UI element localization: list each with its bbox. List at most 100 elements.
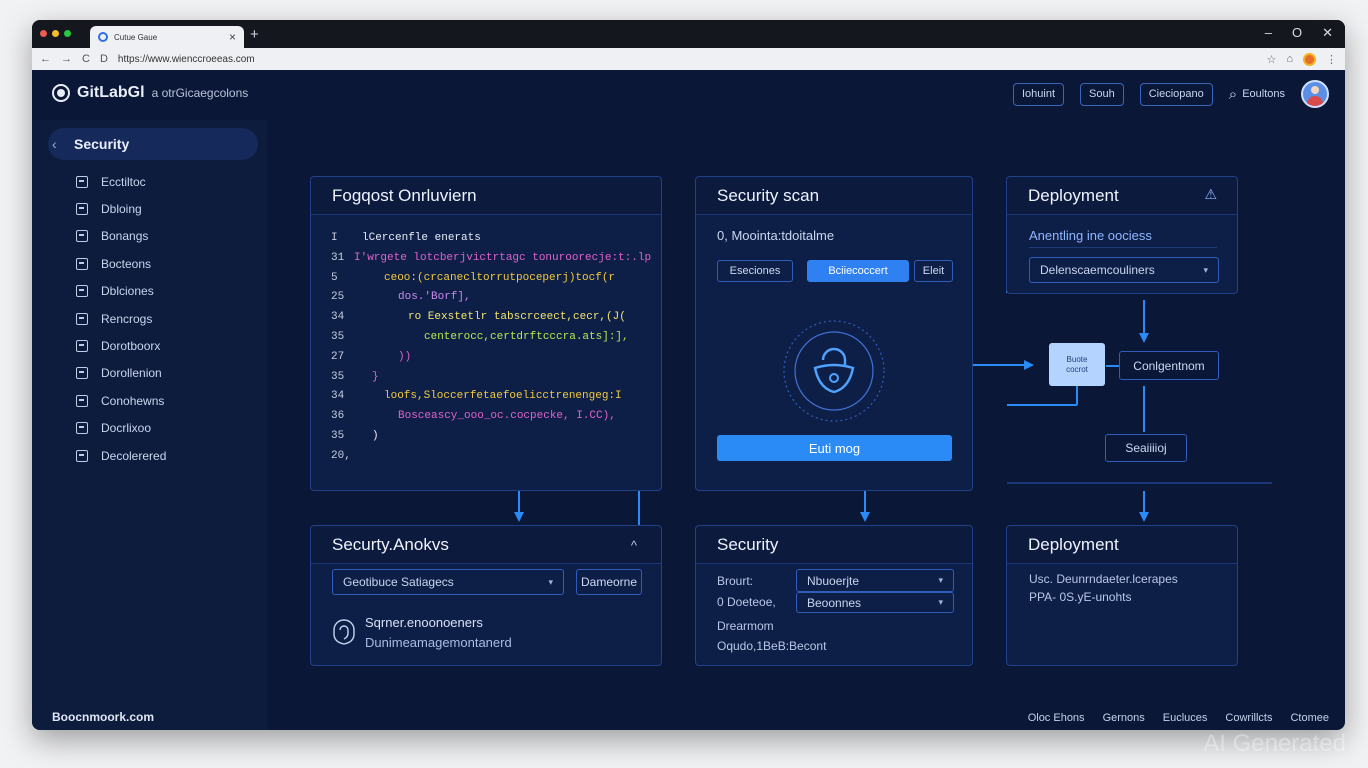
- shield-icon: [76, 449, 88, 462]
- extension-icon[interactable]: [1303, 52, 1316, 66]
- analysis-button[interactable]: Dameorne: [576, 569, 642, 595]
- close-window-dot[interactable]: [40, 30, 47, 37]
- security-analysis-panel: Securty.Anokvs ^ Geotibuce Satiagecs ▾ D…: [310, 525, 662, 666]
- code-line-text: Bosceascy_ooo_oc.cocpecke, I.CC),: [398, 410, 616, 423]
- watermark: AI Generated: [1203, 730, 1346, 757]
- sidebar-item-4[interactable]: Bocteons: [76, 250, 166, 277]
- back-arrow-icon[interactable]: ←: [40, 53, 51, 65]
- top-button-2[interactable]: Souh: [1080, 82, 1124, 106]
- maximize-window-dot[interactable]: [64, 30, 71, 37]
- sidebar-item-9[interactable]: Conohewns: [76, 387, 166, 414]
- fingerprint-icon: [333, 619, 355, 645]
- sidebar-item-label: Ecctiltoc: [101, 174, 146, 189]
- bookmark-star-icon[interactable]: ☆: [1266, 53, 1277, 66]
- footer-link-4[interactable]: Cowrillcts: [1225, 712, 1273, 724]
- scan-tab-3[interactable]: Eleit: [914, 260, 953, 282]
- security-line-2: Oqudo,1BeB:Becont: [717, 639, 827, 653]
- sidebar-item-8[interactable]: Dorollenion: [76, 360, 166, 387]
- deployment-top-header: Deployment ⚠: [1007, 177, 1237, 215]
- book-icon: [76, 312, 88, 325]
- code-line-text: I'wrgete lotcberjvictrtagc tonuroorecje:…: [354, 251, 652, 264]
- sidebar-item-6[interactable]: Rencrogs: [76, 305, 166, 332]
- deployment-select-value: Delenscaemcouliners: [1040, 263, 1155, 277]
- scan-action-button[interactable]: Euti mog: [717, 435, 952, 461]
- top-button-1[interactable]: Iohuint: [1013, 82, 1065, 106]
- sidebar-item-label: Decolerered: [101, 448, 167, 463]
- top-actions: Iohuint Souh Cieciopano ⌕ Eoultons: [1013, 80, 1329, 108]
- flow-node[interactable]: Buote cocrot: [1049, 343, 1105, 386]
- top-nav: GitLabGl a otrGicaegcolons Iohuint Souh …: [32, 70, 1345, 120]
- code-line-text: }: [372, 370, 379, 383]
- close-icon[interactable]: ✕: [1322, 25, 1333, 40]
- tab-title: Cutue Gaue: [114, 32, 158, 42]
- footer-link-5[interactable]: Ctomee: [1290, 712, 1329, 724]
- avatar[interactable]: [1301, 80, 1329, 108]
- sidebar-footer[interactable]: Boocnmoork.com: [52, 710, 155, 724]
- deployment-panel-header: Deployment: [1007, 526, 1237, 564]
- maximize-icon[interactable]: O: [1291, 25, 1303, 40]
- sidebar-item-10[interactable]: Docrlixoo: [76, 415, 166, 442]
- footer-link-1[interactable]: Oloc Ehons: [1027, 712, 1085, 724]
- new-tab-icon[interactable]: +: [250, 26, 259, 43]
- scan-tab-2[interactable]: Bciiecoccert: [807, 260, 909, 282]
- logo[interactable]: GitLabGl a otrGicaegcolons: [52, 84, 248, 102]
- chevron-up-icon[interactable]: ^: [630, 538, 637, 553]
- footer-link-3[interactable]: Eucluces: [1162, 712, 1208, 724]
- sidebar-item-label: Docrlixoo: [101, 421, 152, 436]
- logo-subtitle: a otrGicaegcolons: [151, 86, 249, 100]
- app: GitLabGl a otrGicaegcolons Iohuint Souh …: [32, 70, 1345, 730]
- url-input[interactable]: https://www.wienccroeeas.com: [117, 53, 255, 65]
- logo-name: GitLabGl: [77, 84, 145, 101]
- top-button-3[interactable]: Cieciopano: [1139, 82, 1213, 106]
- minimize-icon[interactable]: –: [1264, 25, 1272, 40]
- browser-tab[interactable]: Cutue Gaue ×: [90, 26, 244, 48]
- analysis-line-1: Sqrner.enoonoeners: [365, 615, 483, 630]
- deployment-select[interactable]: Delenscaemcouliners ▾: [1029, 257, 1219, 283]
- analysis-select[interactable]: Geotibuce Satiagecs ▾: [332, 569, 564, 595]
- chevron-left-icon[interactable]: ‹: [52, 136, 57, 152]
- footer-link-2[interactable]: Gernons: [1102, 712, 1145, 724]
- sidebar-item-7[interactable]: Dorotboorx: [76, 332, 166, 359]
- terminal-icon: [76, 285, 88, 298]
- scan-tab-1[interactable]: Eseciones: [717, 260, 793, 282]
- tab-close-icon[interactable]: ×: [228, 30, 236, 44]
- site-info-icon[interactable]: D: [99, 53, 108, 65]
- logo-icon: [52, 84, 70, 102]
- forward-arrow-icon[interactable]: →: [61, 53, 72, 65]
- code-line-number: 5: [331, 271, 338, 284]
- code-line-text: centerocc,certdrftcccra.ats]:],: [424, 330, 629, 343]
- code-line-text: )): [398, 350, 412, 363]
- sidebar-item-3[interactable]: Bonangs: [76, 223, 166, 250]
- security-panel: Security Brourt: Nbuoerjte ▾ 0 Doeteoe, …: [695, 525, 973, 666]
- warning-icon[interactable]: ⚠: [1204, 186, 1217, 202]
- sidebar-item-2[interactable]: Dbloing: [76, 195, 166, 222]
- share-icon[interactable]: ⌂: [1286, 53, 1293, 65]
- sidebar-item-5[interactable]: Dblciones: [76, 278, 166, 305]
- sidebar-item-label: Conohewns: [101, 393, 165, 408]
- sidebar-header[interactable]: ‹ Security: [48, 128, 258, 160]
- security-panel-title: Security: [717, 534, 779, 554]
- lock-keyhole: [829, 373, 839, 383]
- sidebar-item-label: Dorollenion: [101, 366, 162, 381]
- code-line-number: I: [331, 232, 338, 244]
- minimize-window-dot[interactable]: [52, 30, 59, 37]
- sidebar-item-11[interactable]: Decolerered: [76, 442, 166, 469]
- scan-ring-inner: [794, 331, 874, 411]
- configuration-button[interactable]: Conlgentnom: [1119, 351, 1219, 380]
- security-scan-panel: Security scan 0, Moointa:tdoitalme Eseci…: [695, 176, 973, 491]
- sidebar-item-label: Dorotboorx: [101, 339, 161, 354]
- reload-icon[interactable]: C: [82, 53, 90, 65]
- deployment-panel-title: Deployment: [1028, 534, 1119, 554]
- browser-window: Cutue Gaue × + – O ✕ ← → C D https://www…: [32, 20, 1345, 730]
- security-select-2[interactable]: Beoonnes ▾: [796, 592, 954, 613]
- sidebar-item-1[interactable]: Ecctiltoc: [76, 168, 166, 195]
- security-select-1[interactable]: Nbuoerjte ▾: [796, 569, 954, 592]
- sidebar-title: Security: [74, 136, 130, 152]
- flow-box-button[interactable]: Seaiiiioj: [1105, 434, 1187, 462]
- search-button[interactable]: ⌕ Eoultons: [1229, 86, 1285, 103]
- browser-menu-icon[interactable]: ⋮: [1326, 53, 1337, 66]
- overview-panel-title: Fogqost Onrluviern: [332, 185, 477, 205]
